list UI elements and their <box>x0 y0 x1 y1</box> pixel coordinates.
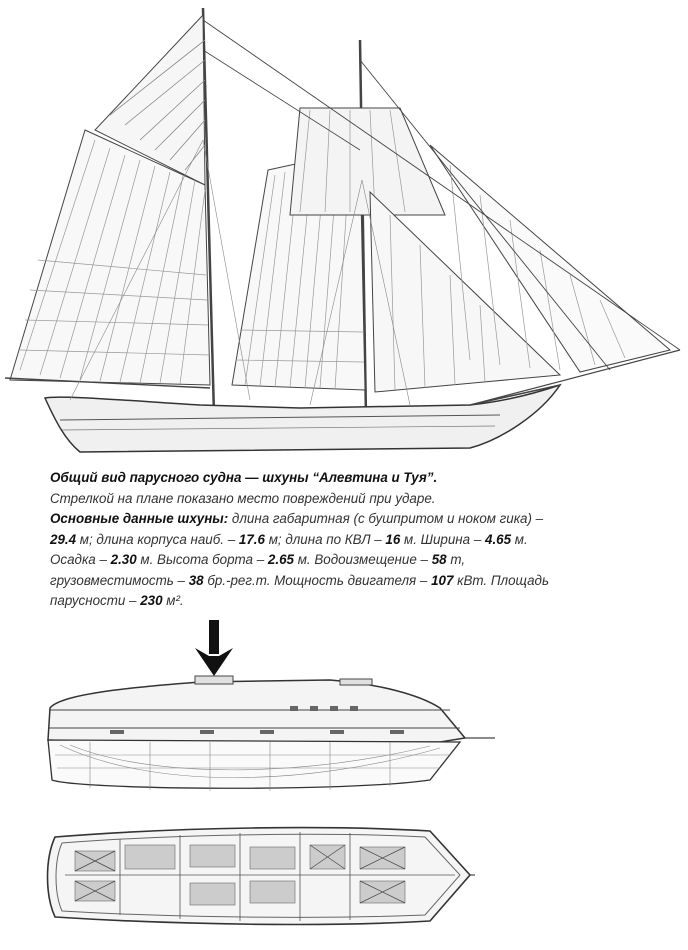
main-mast <box>201 7 216 416</box>
fore-mast <box>358 39 368 419</box>
sail-plan-drawing <box>0 0 688 465</box>
down-arrow-icon <box>193 620 235 678</box>
caption-title: Общий вид парусного судна — шхуны “Алевт… <box>50 470 438 485</box>
caption-specs: Основные данные шхуны: длина габаритная … <box>50 511 549 608</box>
caption-block: Общий вид парусного судна — шхуны “Алевт… <box>50 468 570 612</box>
caption-arrow-note: Стрелкой на плане показано место поврежд… <box>50 490 436 506</box>
deck-plan-drawing <box>0 815 688 950</box>
fore-topsail <box>289 107 446 216</box>
gaff-topsail-aft <box>94 13 206 186</box>
hull-profile-drawing <box>0 670 688 810</box>
fore-staysail <box>369 190 562 393</box>
bowsprit <box>469 384 561 406</box>
specs-label: Основные данные шхуны: <box>50 511 229 526</box>
jib <box>429 144 672 373</box>
hull-side <box>43 383 562 453</box>
